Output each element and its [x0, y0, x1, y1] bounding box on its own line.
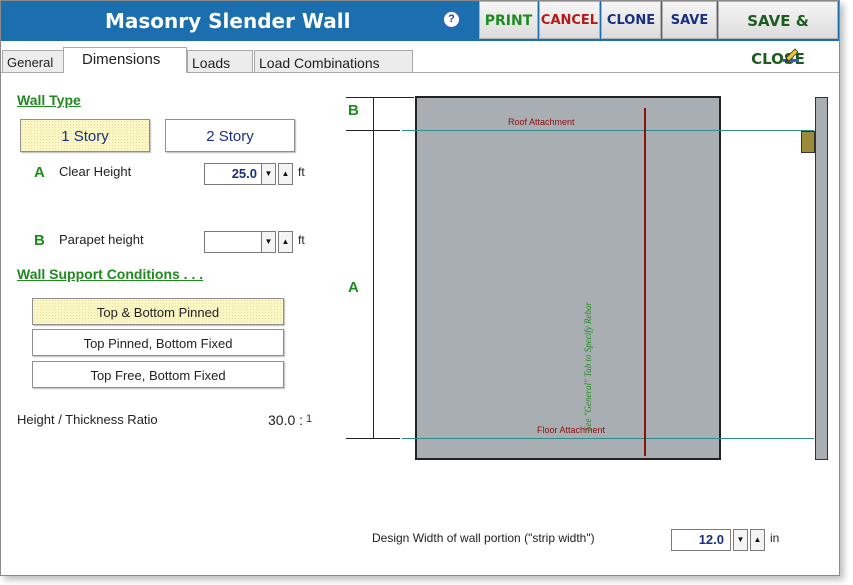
ratio-value: 30.0 : — [268, 412, 304, 428]
parapet-height-down-button[interactable]: ▼ — [261, 231, 276, 253]
parapet-height-up-button[interactable]: ▲ — [278, 231, 293, 253]
tab-divider — [1, 72, 839, 73]
diagram-label-a: A — [348, 279, 359, 296]
floor-attachment-label: Floor Attachment — [537, 425, 606, 435]
help-icon[interactable]: ? — [443, 11, 460, 28]
clear-height-unit: ft — [298, 165, 305, 179]
dimension-tick-top — [346, 97, 414, 98]
parapet-height-unit: ft — [298, 233, 305, 247]
rebar-note: See "General" Tab to Specify Rebar — [583, 302, 593, 431]
top-pinned-bottom-fixed-button[interactable]: Top Pinned, Bottom Fixed — [32, 329, 284, 356]
window-title: Masonry Slender Wall — [105, 9, 351, 33]
parapet-height-input[interactable] — [204, 231, 264, 253]
two-story-button[interactable]: 2 Story — [165, 119, 295, 152]
diagram-label-b: B — [348, 102, 359, 119]
title-bar: Masonry Slender Wall ? PRINT CANCEL CLON… — [1, 1, 839, 68]
clear-height-input[interactable]: 25.0 — [204, 163, 264, 185]
floor-attachment-line — [402, 438, 814, 439]
wall-diagram — [415, 96, 721, 460]
clone-button[interactable]: CLONE — [601, 1, 661, 39]
clear-height-up-button[interactable]: ▲ — [278, 163, 293, 185]
design-width-input[interactable]: 12.0 — [671, 529, 731, 551]
roof-attachment-line — [402, 130, 814, 131]
dimension-line-vertical — [373, 97, 374, 439]
save-and-close-button[interactable]: SAVE & CLOSE — [718, 1, 838, 68]
clear-height-down-button[interactable]: ▼ — [261, 163, 276, 185]
design-width-label: Design Width of wall portion ("strip wid… — [372, 531, 595, 545]
ratio-label: Height / Thickness Ratio — [17, 412, 158, 427]
cancel-button[interactable]: CANCEL — [539, 1, 600, 39]
design-width-down-button[interactable]: ▼ — [733, 529, 748, 551]
dimension-tick-floor — [346, 438, 400, 439]
tab-general[interactable]: General — [2, 50, 75, 72]
roof-attachment-label: Roof Attachment — [508, 117, 575, 127]
clear-height-label: Clear Height — [59, 164, 132, 179]
support-conditions-heading: Wall Support Conditions . . . — [17, 266, 204, 282]
rebar-line — [644, 108, 646, 456]
support-column — [815, 97, 828, 460]
tab-dimensions[interactable]: Dimensions — [63, 47, 187, 73]
design-width-up-button[interactable]: ▲ — [750, 529, 765, 551]
dimension-tick-roof — [346, 130, 400, 131]
design-width-unit: in — [770, 531, 780, 545]
save-button[interactable]: SAVE — [662, 1, 717, 39]
roof-anchor — [801, 131, 815, 153]
parapet-height-label: Parapet height — [59, 232, 144, 247]
wall-type-heading: Wall Type — [17, 92, 81, 108]
clear-height-letter: A — [34, 164, 45, 181]
tab-load-combinations[interactable]: Load Combinations — [254, 50, 413, 72]
top-bottom-pinned-button[interactable]: Top & Bottom Pinned — [32, 298, 284, 325]
one-story-button[interactable]: 1 Story — [20, 119, 150, 152]
ratio-unit: 1 — [306, 413, 313, 425]
edit-pencil-icon[interactable] — [782, 47, 800, 63]
top-free-bottom-fixed-button[interactable]: Top Free, Bottom Fixed — [32, 361, 284, 388]
parapet-height-letter: B — [34, 232, 45, 249]
print-button[interactable]: PRINT — [479, 1, 538, 39]
tab-loads[interactable]: Loads — [187, 50, 253, 72]
dialog-window: Masonry Slender Wall ? PRINT CANCEL CLON… — [0, 0, 840, 576]
